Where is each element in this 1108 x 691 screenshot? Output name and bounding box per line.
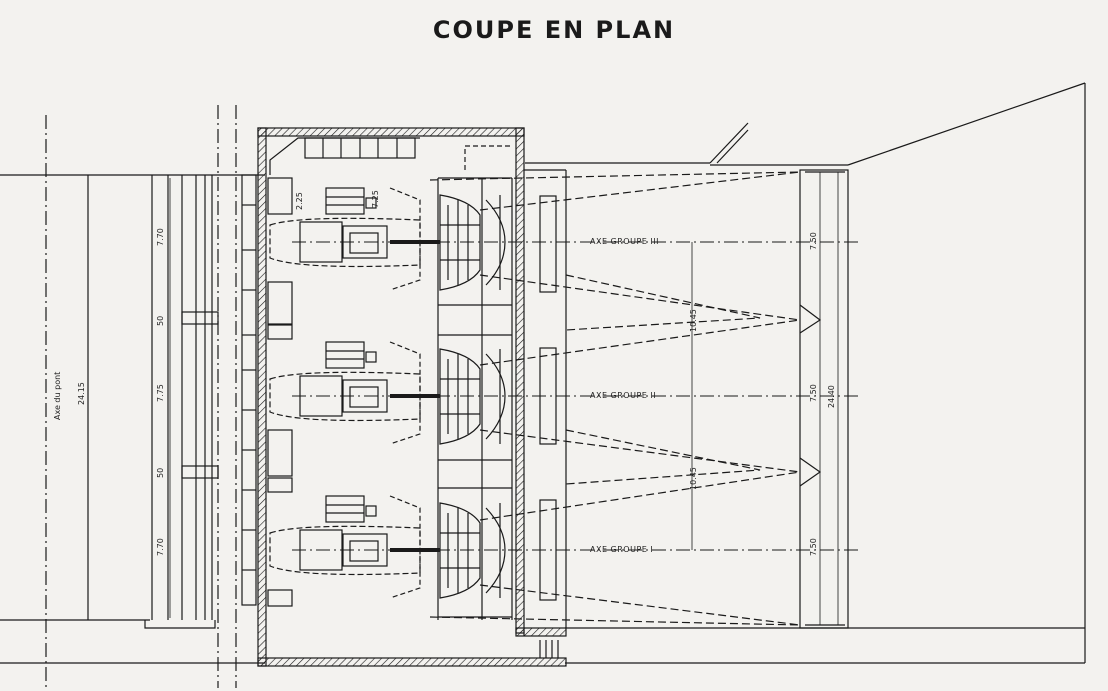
generator-group-1 bbox=[269, 495, 506, 599]
dim-right-750-mid: 7.50 bbox=[809, 384, 818, 402]
dim-total-right: 24.40 bbox=[827, 385, 836, 408]
dim-inner-225: 2.25 bbox=[295, 192, 304, 210]
dim-left-770-bottom: 7.70 bbox=[156, 538, 165, 556]
upstream-grille bbox=[87, 174, 257, 629]
draft-tube-flares bbox=[429, 171, 801, 626]
group-axis-lines bbox=[292, 241, 860, 551]
axis-label-group-3: AXE GROUPE III bbox=[590, 237, 659, 246]
dimension-lines bbox=[87, 172, 839, 625]
axis-label-group-1: AXE GROUPE I bbox=[590, 545, 653, 554]
powerhouse-walls bbox=[257, 127, 567, 667]
bridge-axis-lines bbox=[45, 105, 237, 688]
axis-label-group-2: AXE GROUPE II bbox=[590, 391, 656, 400]
outer-boundary bbox=[0, 82, 1086, 664]
dim-left-50-bottom: 50 bbox=[156, 468, 165, 478]
generator-group-2 bbox=[269, 341, 506, 445]
pier-slots bbox=[181, 311, 219, 479]
drawing-title: COUPE EN PLAN bbox=[432, 16, 676, 44]
dim-total-left: 24.15 bbox=[77, 382, 86, 405]
dim-mid-1045-top: 10.45 bbox=[689, 309, 698, 332]
dim-right-750-bottom: 7.50 bbox=[809, 538, 818, 556]
draft-tube-piers bbox=[565, 274, 822, 487]
intake-columns bbox=[437, 177, 513, 620]
dim-right-750-top: 7.50 bbox=[809, 232, 818, 250]
stair-detail bbox=[539, 640, 559, 658]
axe-du-pont-label: Axe du pont bbox=[53, 372, 62, 420]
dim-left-770-top: 7.70 bbox=[156, 228, 165, 246]
dim-mid-1045-bottom: 10.45 bbox=[689, 467, 698, 490]
dim-left-775: 7.75 bbox=[156, 384, 165, 402]
stair-block bbox=[269, 137, 512, 175]
dim-inner-725: 7.25 bbox=[371, 190, 380, 208]
generator-group-3 bbox=[269, 187, 506, 291]
draft-tube-outlets bbox=[524, 169, 849, 629]
inner-wall-blocks bbox=[267, 177, 293, 607]
dim-left-50-top: 50 bbox=[156, 316, 165, 326]
